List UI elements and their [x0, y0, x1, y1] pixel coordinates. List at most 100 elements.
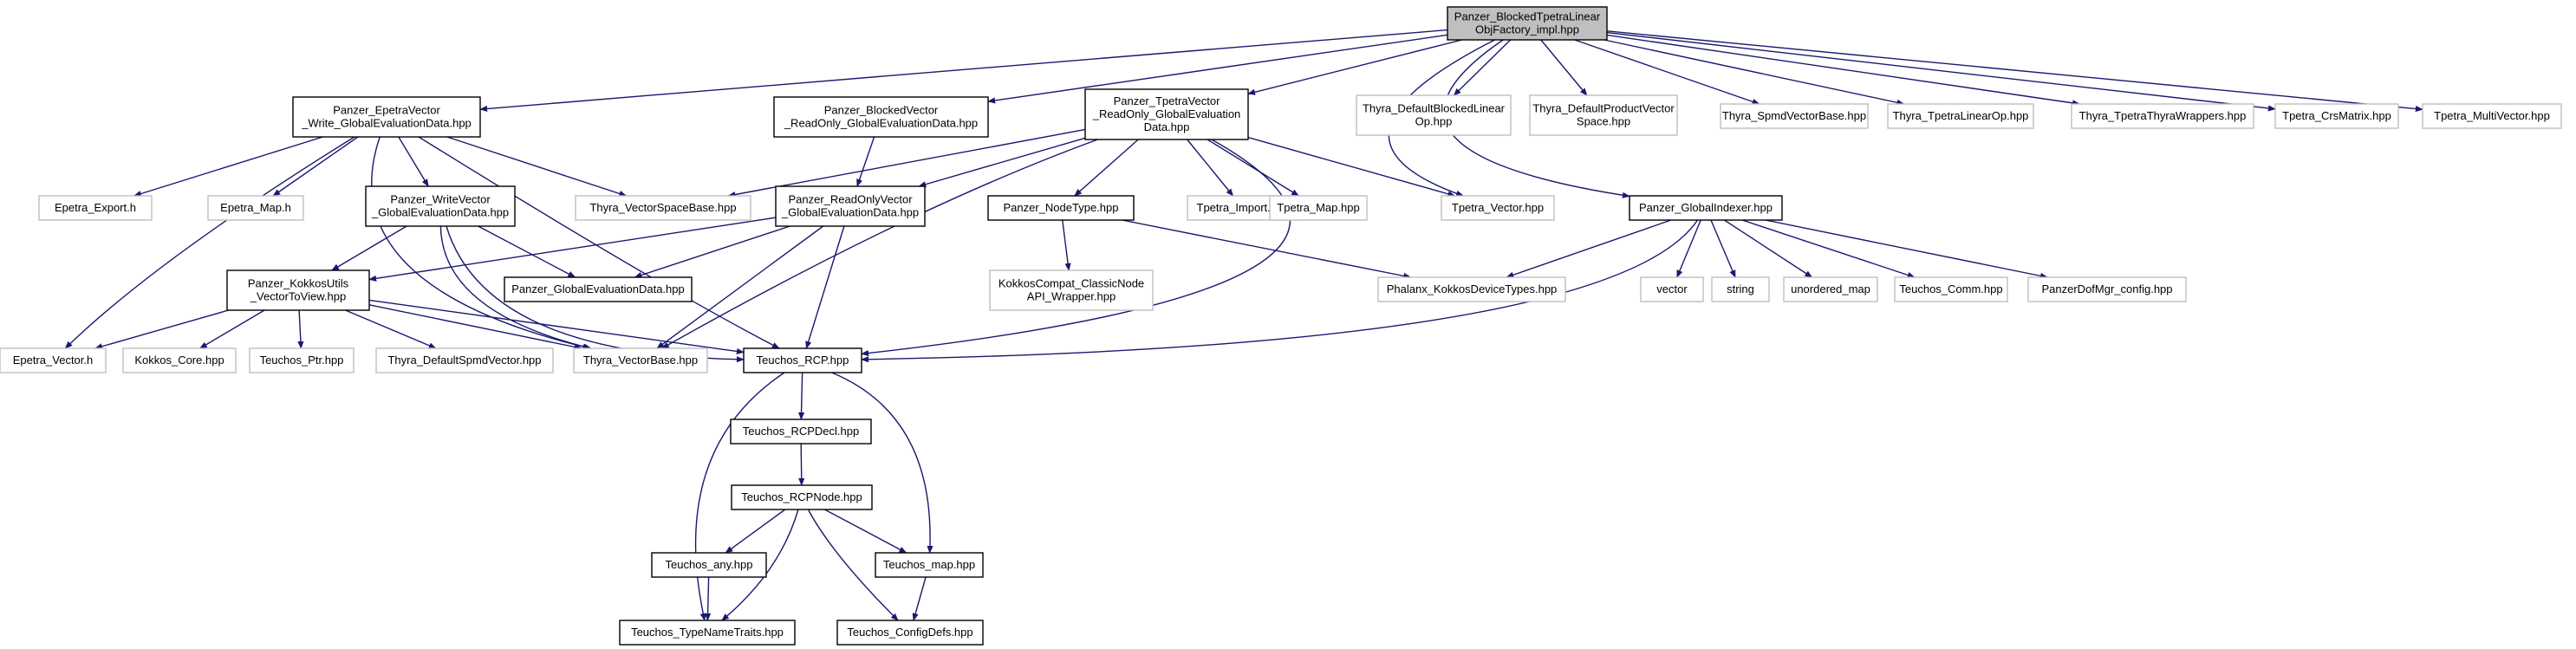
- edge-write_vec-to-thyra_vb: [439, 225, 592, 350]
- edge-root-to-thyra_dbl: [1453, 39, 1512, 96]
- node-label-line: Panzer_KokkosUtils: [248, 277, 349, 290]
- node-rcp-node[interactable]: Teuchos_RCPNode.hpp: [731, 484, 873, 510]
- node-label-line: KokkosCompat_ClassicNode: [999, 277, 1144, 290]
- node-box: [651, 552, 767, 578]
- node-rcp-decl[interactable]: Teuchos_RCPDecl.hpp: [730, 419, 872, 445]
- edge-tpetra_ro-to-tpetra_import: [1187, 139, 1234, 197]
- node-label-line: Kokkos_Core.hpp: [134, 354, 224, 367]
- node-node-type[interactable]: Panzer_NodeType.hpp: [987, 195, 1135, 221]
- edge-tpetra_ro-to-tpetra_map: [1207, 139, 1300, 197]
- node-label-line: string: [1727, 282, 1754, 295]
- node-box: [1887, 103, 2034, 129]
- edge-teuchos_map-to-config_defs: [912, 576, 927, 621]
- node-dofmgr-config: PanzerDofMgr_config.hpp: [2027, 276, 2187, 302]
- node-box: [1720, 103, 1869, 129]
- edge-tpetra_ro-to-thyra_vb: [660, 139, 1098, 349]
- edge-root-to-tpetra_mv: [1606, 30, 2423, 113]
- node-label-line: Thyra_DefaultProductVector: [1532, 102, 1675, 115]
- node-teuchos-rcp[interactable]: Teuchos_RCP.hpp: [743, 347, 862, 373]
- node-label-line: Teuchos_RCP.hpp: [757, 354, 849, 367]
- node-box: [1447, 6, 1608, 41]
- node-root[interactable]: Panzer_BlockedTpetraLinearObjFactory_imp…: [1447, 6, 1608, 41]
- node-box: [365, 185, 516, 227]
- node-teuchos-comm: Teuchos_Comm.hpp: [1894, 276, 2008, 302]
- edge-global_indexer-to-unordered_map: [1724, 219, 1813, 278]
- node-box: [731, 484, 873, 510]
- node-label-line: Epetra_Vector.h: [13, 354, 94, 367]
- node-label-line: Teuchos_map.hpp: [883, 558, 975, 571]
- node-label-line: Tpetra_Vector.hpp: [1452, 201, 1544, 214]
- node-kokkos-utils[interactable]: Panzer_KokkosUtils_VectorToView.hpp: [226, 269, 370, 311]
- node-label-line: Thyra_TpetraLinearOp.hpp: [1893, 109, 2029, 122]
- edge-global_indexer-to-vector: [1676, 219, 1701, 278]
- node-global-indexer[interactable]: Panzer_GlobalIndexer.hpp: [1629, 195, 1783, 221]
- node-thyra-tlo: Thyra_TpetraLinearOp.hpp: [1887, 103, 2034, 129]
- node-epetra-write[interactable]: Panzer_EpetraVector_Write_GlobalEvaluati…: [292, 96, 481, 138]
- edge-global_indexer-to-string: [1710, 219, 1736, 278]
- node-epetra-vector: Epetra_Vector.h: [0, 347, 107, 373]
- edge-tpetra_ro-to-tpetra_vector: [1247, 136, 1456, 198]
- node-box: [2274, 103, 2399, 129]
- edge-kokkos_utils-to-thyra_vb: [368, 304, 582, 350]
- node-label-line: Panzer_TpetraVector: [1114, 94, 1221, 107]
- node-box: [730, 419, 872, 445]
- edge-node_type-to-kokkos_compat: [1062, 219, 1071, 271]
- edge-epetra_write-to-thyra_vb: [371, 136, 591, 350]
- node-label-line: Thyra_TpetraThyraWrappers.hpp: [2079, 109, 2247, 122]
- node-label-line: Tpetra_Import.hpp: [1197, 201, 1290, 214]
- node-box: [775, 185, 926, 227]
- node-label-line: Op.hpp: [1415, 115, 1453, 128]
- node-tpetra-map: Tpetra_Map.hpp: [1269, 195, 1368, 221]
- edge-ro_vec-to-global_eval: [634, 225, 790, 278]
- node-label-line: vector: [1656, 282, 1688, 295]
- node-box: [122, 347, 237, 373]
- edge-tpetra_ro-to-node_type: [1074, 139, 1139, 197]
- node-config-defs[interactable]: Teuchos_ConfigDefs.hpp: [836, 620, 984, 646]
- edge-rcp_decl-to-rcp_node: [798, 443, 805, 486]
- node-epetra-map: Epetra_Map.h: [207, 195, 304, 221]
- node-global-eval[interactable]: Panzer_GlobalEvaluationData.hpp: [504, 276, 693, 302]
- node-thyra-dsv: Thyra_DefaultSpmdVector.hpp: [375, 347, 554, 373]
- node-label-line: Panzer_ReadOnlyVector: [788, 193, 913, 206]
- node-label-line: Teuchos_RCPDecl.hpp: [743, 425, 859, 438]
- edge-root-to-blocked_ro: [987, 34, 1448, 104]
- edge-rcp_node-to-type_name: [721, 509, 799, 621]
- node-write-vec[interactable]: Panzer_WriteVector_GlobalEvaluationData.…: [365, 185, 516, 227]
- node-label-line: Data.hpp: [1144, 120, 1190, 133]
- node-box: [743, 347, 862, 373]
- edge-teuchos_rcp-to-teuchos_map: [831, 372, 933, 554]
- node-thyra-vb: Thyra_VectorBase.hpp: [573, 347, 708, 373]
- edge-global_indexer-to-teuchos_comm: [1741, 219, 1916, 278]
- node-label-line: Teuchos_Comm.hpp: [1899, 282, 2002, 295]
- node-vector: vector: [1640, 276, 1704, 302]
- node-label-line: Panzer_WriteVector: [390, 193, 491, 206]
- node-box: [2422, 103, 2562, 129]
- node-label-line: Teuchos_ConfigDefs.hpp: [847, 626, 973, 639]
- node-type-name[interactable]: Teuchos_TypeNameTraits.hpp: [619, 620, 796, 646]
- node-label-line: _ReadOnly_GlobalEvaluationData.hpp: [784, 117, 978, 130]
- node-box: [619, 620, 796, 646]
- edge-rcp_node-to-teuchos_any: [725, 509, 786, 554]
- node-teuchos-any[interactable]: Teuchos_any.hpp: [651, 552, 767, 578]
- edge-global_indexer-to-dofmgr_config: [1765, 219, 2048, 279]
- edge-rcp_node-to-teuchos_map: [824, 509, 907, 554]
- node-blocked-ro[interactable]: Panzer_BlockedVector_ReadOnly_GlobalEval…: [773, 96, 989, 138]
- node-label-line: _ReadOnly_GlobalEvaluation: [1092, 107, 1241, 120]
- node-label-line: Tpetra_MultiVector.hpp: [2434, 109, 2550, 122]
- edge-root-to-tpetra_crs: [1606, 31, 2276, 112]
- node-tpetra-ro[interactable]: Panzer_TpetraVector_ReadOnly_GlobalEvalu…: [1084, 88, 1249, 140]
- node-box: [2071, 103, 2254, 129]
- node-teuchos-map[interactable]: Teuchos_map.hpp: [875, 552, 984, 578]
- node-label-line: Panzer_BlockedTpetraLinear: [1454, 10, 1601, 23]
- edge-root-to-epetra_write: [479, 29, 1448, 113]
- node-box: [292, 96, 481, 138]
- edge-epetra_write-to-epetra_vector: [64, 136, 355, 349]
- edge-epetra_write-to-teuchos_rcp: [418, 136, 780, 349]
- node-box: [2027, 276, 2187, 302]
- edge-node_type-to-phalanx_kdt: [1122, 219, 1412, 279]
- node-ro-vec[interactable]: Panzer_ReadOnlyVector_GlobalEvaluationDa…: [775, 185, 926, 227]
- node-label-line: Thyra_VectorBase.hpp: [583, 354, 698, 367]
